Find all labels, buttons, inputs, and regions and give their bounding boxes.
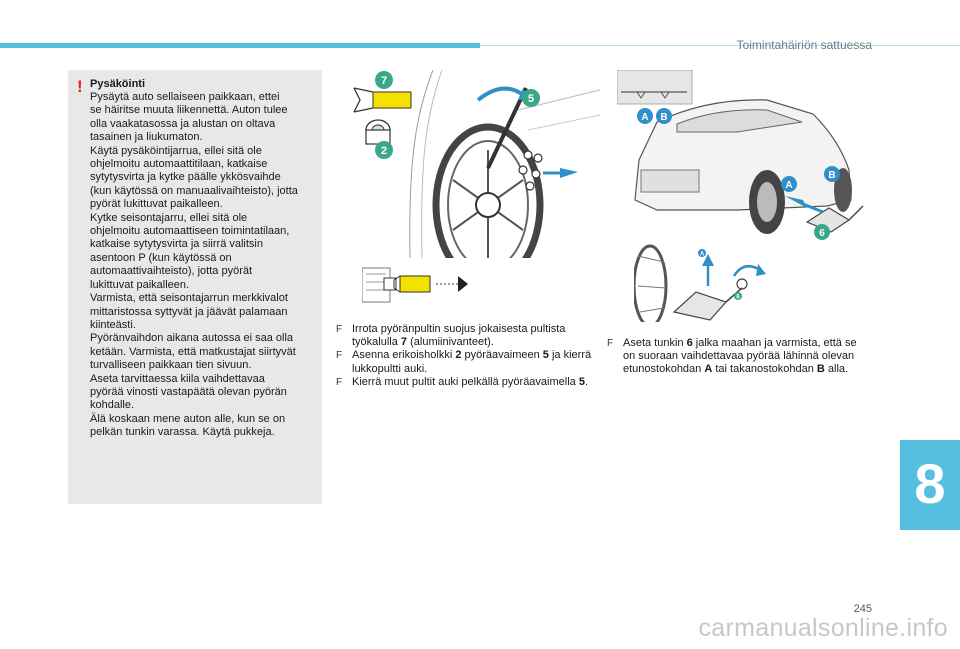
bolt-cap-tool-figure xyxy=(362,266,472,306)
page-number: 245 xyxy=(853,603,872,615)
warning-title: Pysäköinti xyxy=(90,78,146,90)
watermark: carmanualsonline.info xyxy=(698,614,948,642)
car-lift-points-figure: A B A B 6 xyxy=(617,70,872,240)
warning-body: Pysäytä auto sellaiseen paikkaan, ettei … xyxy=(90,91,298,439)
parking-warning-box: ! Pysäköinti Pysäytä auto sellaiseen pai… xyxy=(68,70,322,504)
warning-icon: ! xyxy=(77,77,83,96)
step-bullet: F xyxy=(336,350,343,362)
car-label-b: B xyxy=(828,170,835,181)
step-place-jack: F Aseta tunkin 6 jalka maahan ja varmist… xyxy=(607,337,857,376)
wheel-bolt-figure: 7 5 2 xyxy=(338,70,600,258)
jack-detail-figure: A 6 xyxy=(634,236,774,322)
car-label-a: A xyxy=(785,180,792,191)
step-bullet: F xyxy=(607,338,614,349)
jack-label-6: 6 xyxy=(736,295,740,301)
wheel-removal-steps: F Irrota pyöränpultin suojus jokaisesta … xyxy=(336,323,604,389)
jack-steps: F Aseta tunkin 6 jalka maahan ja varmist… xyxy=(607,337,857,377)
wheel-label-2: 2 xyxy=(381,145,387,157)
header-accent-bar xyxy=(0,43,480,48)
chapter-number: 8 xyxy=(914,452,946,515)
car-label-6: 6 xyxy=(819,228,825,239)
step-remove-bolt-caps: F Irrota pyöränpultin suojus jokaisesta … xyxy=(336,323,566,349)
jack-label-a: A xyxy=(700,252,705,258)
step-bullet: F xyxy=(336,324,343,335)
section-title: Toimintahäiriön sattuessa xyxy=(736,38,872,52)
step-fit-socket: F Asenna erikoisholkki 2 pyöräavaimeen 5… xyxy=(336,349,592,375)
wheel-label-5: 5 xyxy=(528,93,534,105)
car-label-a-top: A xyxy=(641,112,648,123)
header-rule xyxy=(480,45,960,46)
wheel-label-7: 7 xyxy=(381,75,387,87)
step-loosen-bolts: F Kierrä muut pultit auki pelkällä pyörä… xyxy=(336,375,589,388)
car-label-b-top: B xyxy=(660,112,667,123)
step-bullet: F xyxy=(336,376,343,388)
chapter-tab: 8 xyxy=(900,440,960,530)
